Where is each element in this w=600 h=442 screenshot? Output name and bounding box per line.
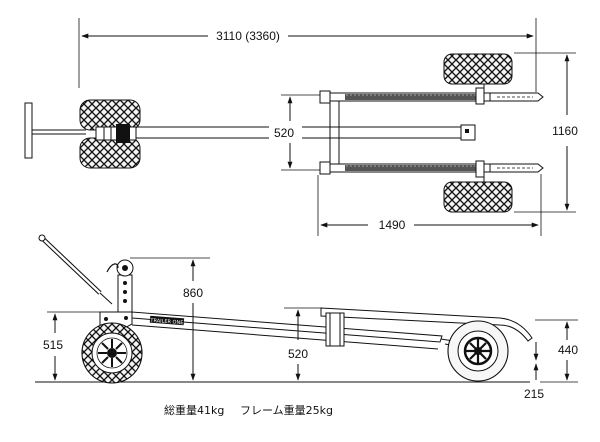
rear-wheel-height-label: 440	[558, 343, 578, 357]
front-wheel-side	[81, 322, 143, 384]
rear-tire-top-upper	[443, 53, 513, 85]
frame-plate-text: TRAILER ONE	[149, 318, 183, 327]
frame-top-rail	[319, 87, 544, 164]
tow-handle	[24, 102, 86, 159]
front-tire-top-upper	[79, 99, 141, 131]
dim-overall-width: 1160	[514, 52, 578, 213]
side-view: TRAILER ONE	[35, 234, 578, 401]
upper-rail	[320, 307, 533, 347]
frame-weight-note: フレーム重量25kg	[240, 403, 333, 417]
overall-width-label: 1160	[552, 124, 578, 138]
dim-frame-width: 520	[274, 94, 320, 171]
dim-height: 860	[130, 257, 210, 381]
frame-height-label: 520	[288, 347, 308, 361]
height-label: 860	[183, 286, 203, 300]
wheel-track-label: 1490	[379, 218, 406, 232]
ground-clearance-label: 215	[524, 387, 544, 401]
front-wheel-height-label: 515	[43, 338, 63, 352]
frame-bottom-rail	[319, 160, 544, 178]
overall-length-label: 3110 (3360)	[216, 29, 280, 43]
front-tire-top-lower	[79, 137, 141, 169]
rear-wheel-side	[447, 320, 509, 382]
front-dolly-top	[79, 99, 141, 169]
dim-rear-wheel-height: 440	[535, 319, 578, 383]
winch-post	[106, 259, 134, 321]
frame-width-label: 520	[274, 126, 294, 140]
total-weight-note: 総重量41kg	[164, 403, 224, 417]
side-handle	[38, 234, 113, 305]
rear-tire-top-lower	[443, 181, 513, 213]
dim-frame-height: 520	[284, 307, 322, 381]
dim-overall-length: 3110 (3360)	[78, 18, 537, 92]
tongue-bar	[136, 124, 476, 141]
dim-wheel-track: 1490	[317, 174, 542, 236]
top-view: 3110 (3360)	[24, 18, 578, 236]
dim-front-wheel-height: 515	[43, 311, 100, 381]
dim-ground-clearance: 215	[524, 342, 544, 401]
